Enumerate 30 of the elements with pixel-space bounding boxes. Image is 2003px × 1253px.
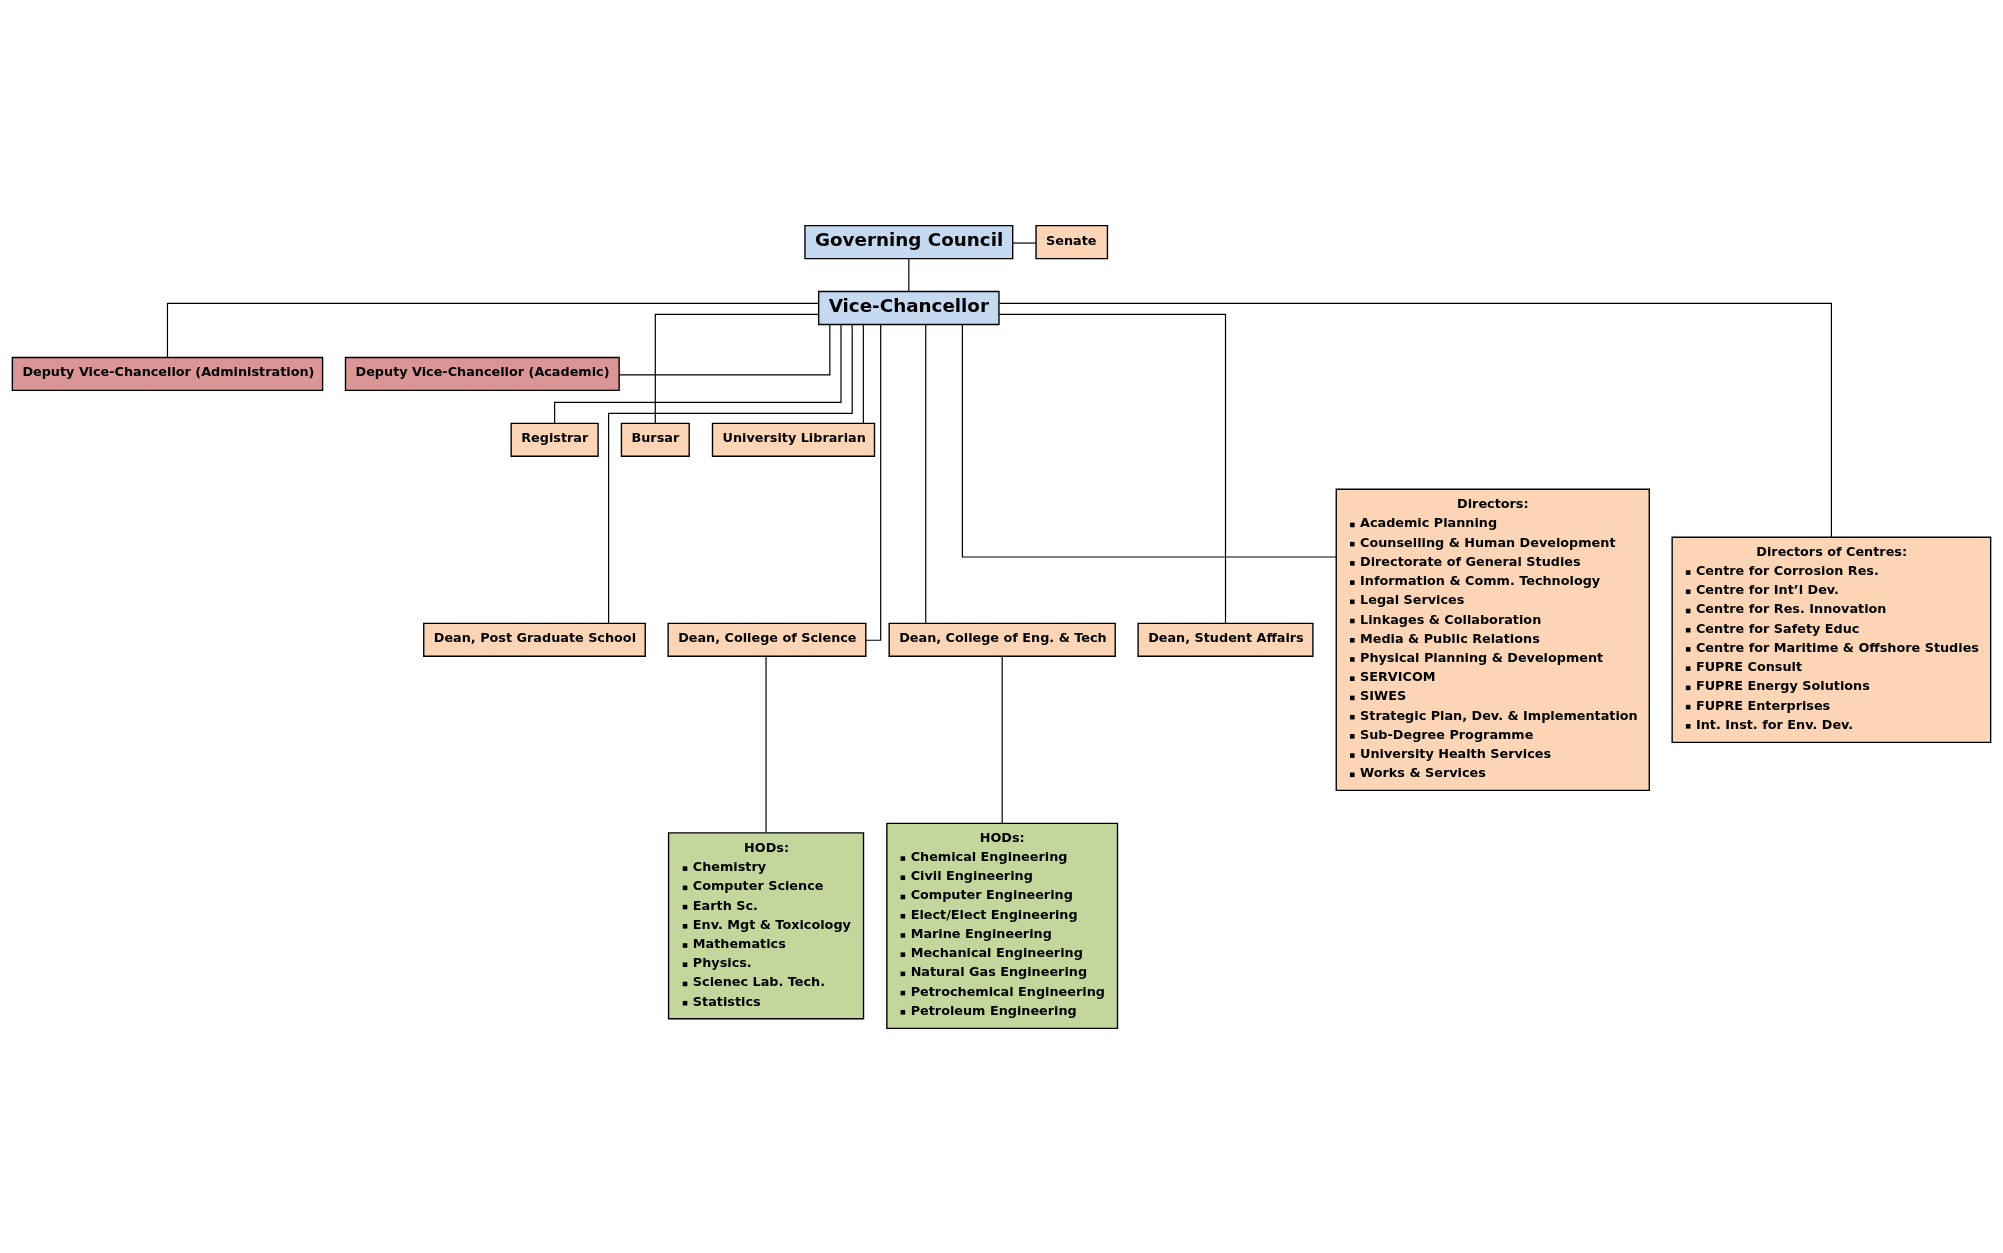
node-box: Deputy Vice-Chancellor (Academic) [344, 356, 620, 391]
connector [765, 655, 767, 833]
connector [618, 323, 831, 375]
connector [608, 323, 853, 624]
node-box: Directors of Centres: Centre for Corrosion Res. Centre for Int’l Dev. Centre for Res. Innovation Centre for Safety Educ Centre for Maritime & Offshore Studies FUPRE Consult FUPRE Energy Solutions FUPRE Enterprises Int. Inst. for Env. Dev. [1671, 536, 1992, 743]
node-box: Dean, Post Graduate School [423, 622, 646, 657]
node-box: Dean, College of Science [667, 622, 867, 657]
connector [1001, 655, 1003, 824]
connector [998, 302, 1832, 538]
node-box: Directors: Academic Planning Counselling & Human Development Directorate of General Studies Information & Comm. Technology Legal Services Linkages & Collaboration Media & Public Relations Physical Planning & Development SERVICOM SIWES Strategic Plan, Dev. & Implementation Sub-Degree Programme University Health Services Works & Services [1335, 488, 1650, 791]
node-box: Dean, Student Affairs [1137, 622, 1314, 657]
node-box: HODs: Chemistry Computer Science Earth Sc. Env. Mgt & Toxicology Mathematics Physics. Scienec Lab. Tech. Statistics [667, 831, 865, 1019]
connector [1012, 241, 1037, 244]
node-box: University Librarian [711, 422, 876, 457]
node-box: Senate [1035, 224, 1109, 259]
node-box: Vice-Chancellor [818, 290, 1000, 325]
connector [998, 313, 1227, 624]
connector [166, 302, 820, 358]
node-box: Dean, College of Eng. & Tech [888, 622, 1116, 657]
node-box: Governing Council [804, 224, 1014, 259]
node-box: Registrar [510, 422, 599, 457]
connector [654, 313, 819, 424]
connector [908, 257, 910, 292]
connector [862, 323, 864, 424]
connector [925, 323, 927, 624]
node-box: Deputy Vice-Chancellor (Administration) [11, 356, 324, 391]
node-box: Bursar [620, 422, 690, 457]
connector [865, 323, 882, 641]
node-box: HODs: Chemical Engineering Civil Engineering Computer Engineering Elect/Elect Engineering Marine Engineering Mechanical Engineering Natural Gas Engineering Petrochemical Engineering Petroleum Engineering [886, 822, 1119, 1029]
connector [961, 323, 1337, 558]
